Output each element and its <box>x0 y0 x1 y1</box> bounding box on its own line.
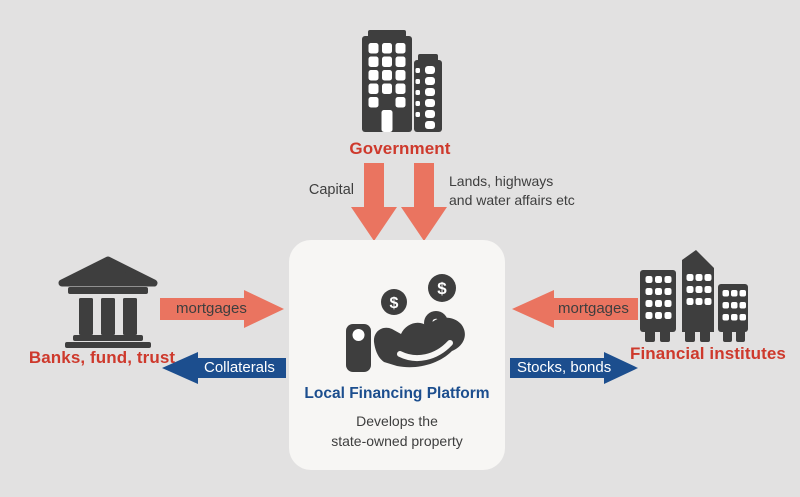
hand-coins-icon: $ $ $ <box>340 272 470 374</box>
lands-label-line1: Lands, highways <box>449 173 554 189</box>
capital-label: Capital <box>308 182 354 198</box>
financial-label: Financial institutes <box>630 344 786 363</box>
mortgages-right-arrow: mortgages <box>512 290 638 328</box>
collaterals-label: Collaterals <box>204 359 275 376</box>
coin-dollar-glyph: $ <box>390 295 399 312</box>
platform-subtitle: Develops the state-owned property <box>289 411 505 451</box>
mortgages-left-arrow: mortgages <box>160 290 284 328</box>
platform-subtitle-line2: state-owned property <box>331 433 463 449</box>
lands-label-line2: and water affairs etc <box>449 192 575 208</box>
city-buildings-icon <box>638 246 750 342</box>
platform-subtitle-line1: Develops the <box>356 413 438 429</box>
stocks-bonds-label: Stocks, bonds <box>517 359 612 376</box>
platform-title: Local Financing Platform <box>304 385 490 402</box>
government-buildings-icon <box>352 26 444 134</box>
coin-icon <box>381 289 407 315</box>
banks-label: Banks, fund, trust <box>28 348 176 367</box>
government-label: Government <box>349 139 451 158</box>
lands-arrow-icon <box>401 163 447 241</box>
stocks-bonds-arrow: Stocks, bonds <box>510 352 638 384</box>
capital-arrow-icon <box>351 163 397 241</box>
mortgages-right-label: mortgages <box>558 300 629 317</box>
lands-label: Lands, highways and water affairs etc <box>449 172 599 210</box>
bank-icon <box>56 256 160 348</box>
coin-icon <box>428 274 456 302</box>
coin-dollar-glyph: $ <box>437 279 447 298</box>
mortgages-left-label: mortgages <box>176 300 247 317</box>
collaterals-arrow: Collaterals <box>162 352 286 384</box>
